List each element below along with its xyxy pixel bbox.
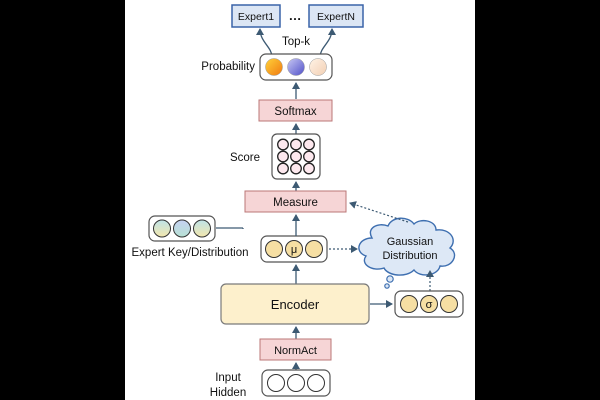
- diagram-canvas: Expert1 … ExpertN Top-k Probability Soft…: [125, 0, 475, 400]
- gaussian-label-line2: Distribution: [382, 250, 437, 262]
- arrow-gaussian-to-measure: [349, 201, 409, 223]
- softmax-label: Softmax: [274, 106, 316, 118]
- gaussian-label-line1: Gaussian: [387, 236, 433, 248]
- mu-symbol: μ: [291, 244, 297, 256]
- encoder-label: Encoder: [271, 297, 320, 312]
- normact-label: NormAct: [274, 345, 317, 357]
- input-label-line1: Input: [215, 372, 241, 384]
- expertN-label: ExpertN: [317, 11, 355, 23]
- topk-arrow-left: [256, 28, 273, 58]
- expert1-box: Expert1: [231, 4, 281, 28]
- encoder-box: Encoder: [220, 283, 370, 325]
- probability-vector: [259, 53, 333, 81]
- expert1-label: Expert1: [238, 11, 274, 23]
- expertN-box: ExpertN: [308, 4, 364, 28]
- probability-label: Probability: [201, 61, 255, 73]
- score-matrix: [271, 133, 321, 180]
- experts-ellipsis: …: [289, 8, 302, 23]
- measure-label: Measure: [273, 197, 318, 209]
- softmax-box: Softmax: [258, 99, 333, 122]
- input-label-line2: Hidden: [210, 387, 246, 399]
- expert-key-label: Expert Key/Distribution: [132, 247, 249, 259]
- sigma-vector: σ: [394, 290, 464, 318]
- mu-vector: μ: [260, 235, 328, 263]
- topk-label: Top-k: [282, 36, 310, 48]
- moe-architecture-diagram: Expert1 … ExpertN Top-k Probability Soft…: [132, 4, 464, 399]
- sigma-symbol: σ: [426, 299, 433, 311]
- normact-box: NormAct: [259, 338, 332, 361]
- input-hidden-vector: [261, 369, 331, 397]
- measure-box: Measure: [244, 190, 347, 213]
- probability-circle-3: [309, 58, 327, 76]
- topk-arrow-right: [319, 28, 336, 58]
- expert-key-vector: [148, 215, 216, 242]
- probability-circle-1: [265, 58, 283, 76]
- gaussian-distribution-cloud: Gaussian Distribution: [358, 217, 456, 289]
- score-label: Score: [230, 152, 260, 164]
- probability-circle-2: [287, 58, 305, 76]
